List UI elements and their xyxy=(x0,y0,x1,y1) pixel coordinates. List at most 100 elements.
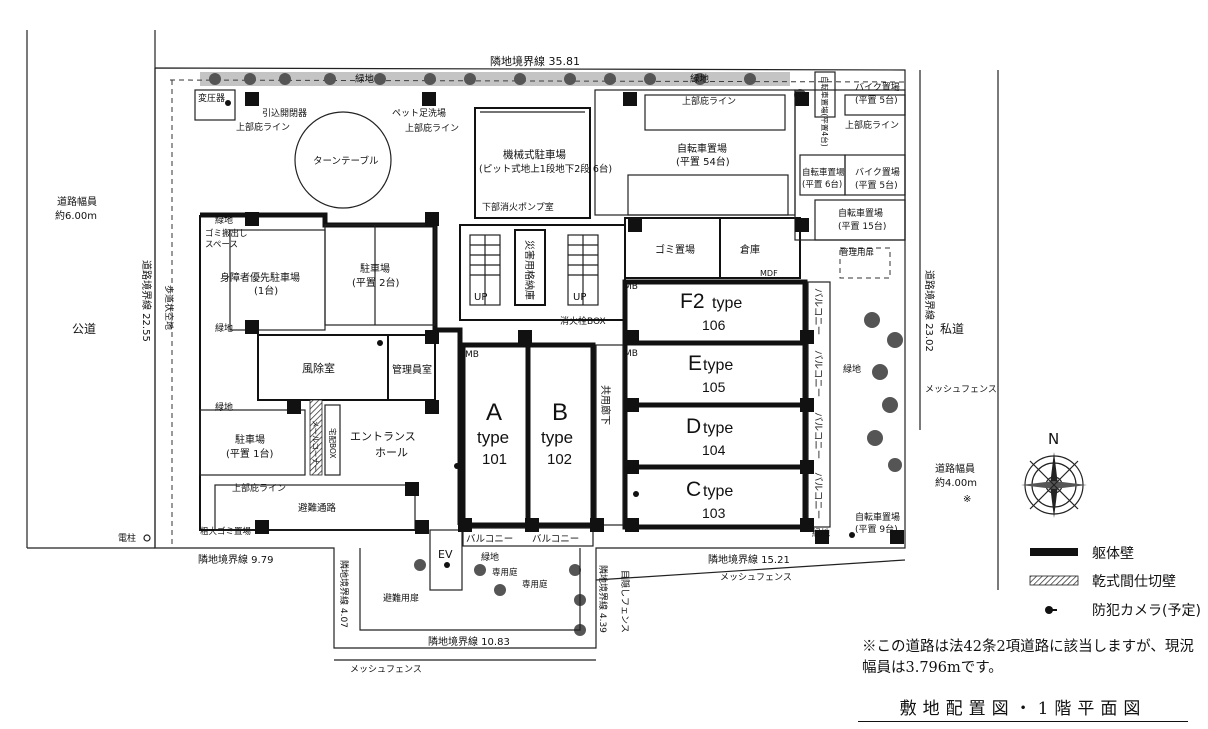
west-road-width-value: 約6.00m xyxy=(55,209,97,222)
unit-f2-number: 106 xyxy=(702,317,726,333)
west-boundary-label: 道路境界線 22.55 xyxy=(140,260,153,342)
bike-54-sub-label: (平置 54台) xyxy=(676,155,730,168)
mb-label-1: MB xyxy=(624,282,638,292)
camera-icon xyxy=(849,532,855,538)
unit-c-number: 103 xyxy=(702,505,726,521)
eave-line-east-label: 上部庇ライン xyxy=(845,119,899,131)
legend-camera-label: 防犯カメラ(予定) xyxy=(1092,603,1201,619)
east-road-width-value: 約4.00m xyxy=(935,476,977,489)
storage-label: 倉庫 xyxy=(740,243,760,256)
bike-6-label: 自転車置場 xyxy=(802,167,845,178)
camera-icon xyxy=(377,340,383,346)
mesh-fence-south-east-label: メッシュフェンス xyxy=(720,573,792,583)
unit-b-number: 102 xyxy=(547,451,572,468)
moto-5a-label: バイク置場 xyxy=(855,81,900,93)
road-note: ※この道路は法42条2項道路に該当しますが、現況幅員は3.796mです。 xyxy=(862,639,1194,676)
hydrant-box-label: 消火栓BOX xyxy=(560,315,606,327)
private-garden-label-a: 専用庭 xyxy=(492,567,518,578)
east-road-name: 私道 xyxy=(940,322,964,336)
bike-9-sub-label: (平置 9台) xyxy=(855,523,898,535)
bike-6-sub-label: (平置 6台) xyxy=(802,179,842,190)
mech-parking-sub-label: (ピット式地上1段地下2段 6台) xyxy=(479,163,612,175)
delivery-box-label: 宅配BOX xyxy=(328,428,338,459)
eave-line-south-label: 上部庇ライン xyxy=(232,482,286,494)
south-left-boundary-label: 隣地境界線 9.79 xyxy=(198,553,273,566)
balcony-label-b: バルコニー xyxy=(532,534,579,545)
stair-east xyxy=(567,234,599,306)
entrance-label: エントランス xyxy=(350,430,416,443)
unit-c-suffix: type xyxy=(703,483,733,500)
pump-room-label: 下部消火ポンプ室 xyxy=(482,201,554,213)
disaster-storage-label: 災害用格納庫 xyxy=(523,240,536,300)
moto-5b-sub-label: (平置 5台) xyxy=(855,179,898,191)
east-hedge xyxy=(864,312,903,472)
unit-e-suffix: type xyxy=(703,357,733,374)
bike-9-label: 自転車置場 xyxy=(855,511,900,523)
south-right-boundary-label: 隣地境界線 15.21 xyxy=(708,553,790,566)
north-compass xyxy=(1021,452,1087,518)
up-west-label: UP xyxy=(474,292,487,303)
unit-a-type: A xyxy=(486,399,502,426)
legend-partition-label: 乾式間仕切壁 xyxy=(1092,574,1176,590)
eave-line-north-east-label: 上部庇ライン xyxy=(682,95,736,107)
mb-label-4: MB xyxy=(465,350,479,360)
garbage-label: ゴミ置場 xyxy=(655,243,695,256)
legend-wall-label: 躯体壁 xyxy=(1092,546,1134,562)
mdf-label: MDF xyxy=(760,269,778,278)
eave-line-west-label: 上部庇ライン xyxy=(236,121,290,133)
windbreak-label: 風除室 xyxy=(302,361,335,375)
north-boundary-label: 隣地境界線 35.81 xyxy=(490,54,580,68)
manager-room-label: 管理員室 xyxy=(392,363,432,376)
unit-d-suffix: type xyxy=(703,420,733,437)
green-label-north-east: 緑地 xyxy=(690,73,710,85)
unit-a-number: 101 xyxy=(482,451,507,468)
up-east-label: UP xyxy=(573,292,586,303)
unit-d-type: D xyxy=(686,415,701,438)
unit-b-type: B xyxy=(552,399,568,426)
west-road-name: 公道 xyxy=(72,322,96,336)
legend-partition-swatch xyxy=(1029,575,1079,586)
green-label-west-2: 緑地 xyxy=(215,322,233,334)
parking-1-sub-label: (平置 1台) xyxy=(226,447,273,460)
garbage-out-label: ゴミ搬出し xyxy=(205,228,248,239)
unit-c-type: C xyxy=(686,478,701,501)
green-label-south: 緑地 xyxy=(481,551,499,563)
south-step-boundary-label: 隣地境界線 4.07 xyxy=(338,560,350,628)
bulky-garbage-label: 粗大ゴミ置場 xyxy=(200,526,252,537)
switch-room-label: 引込開閉器 xyxy=(262,108,307,119)
balcony-label-a: バルコニー xyxy=(466,534,513,545)
west-road-width-label: 道路幅員 xyxy=(57,195,97,208)
corridor-label: 共用廊下 xyxy=(599,385,612,425)
drawing-title: 敷地配置図・1階平面図 xyxy=(858,694,1188,722)
unit-f2-suffix: type xyxy=(712,295,742,312)
eave-line-center-label: 上部庇ライン xyxy=(405,122,459,134)
unit-b-suffix: type xyxy=(541,428,573,447)
unit-e-number: 105 xyxy=(702,379,726,395)
unit-e-type: E xyxy=(688,352,702,375)
bike-small-4-label: 自転車置場(平置4台) xyxy=(820,76,830,147)
mailbox-label: メールコーナー xyxy=(311,420,320,472)
mesh-fence-east-label: メッシュフェンス xyxy=(925,385,997,395)
turntable-label: ターンテーブル xyxy=(313,155,379,167)
private-garden-label-b: 専用庭 xyxy=(522,579,548,590)
sidewalk-label: 歩道状空地 xyxy=(163,285,175,330)
green-label-north: 緑地 xyxy=(355,73,375,85)
south-step-right-boundary-label: 隣地境界線 4.39 xyxy=(597,565,609,633)
green-label-south-east: 緑地 xyxy=(812,527,830,539)
blind-fence-label: 目隠しフェンス xyxy=(619,570,631,633)
unit-f2-type: F2 xyxy=(680,290,705,313)
legend-wall-swatch xyxy=(1030,548,1078,556)
mech-parking-label: 機械式駐車場 xyxy=(503,148,566,161)
east-road-mark: ※ xyxy=(963,494,971,505)
parking-2-sub-label: (平置 2台) xyxy=(352,276,399,289)
unit-d-number: 104 xyxy=(702,442,726,458)
disabled-parking-sub-label: (1台) xyxy=(254,284,278,297)
structural-columns xyxy=(245,92,904,544)
disabled-parking-label: 身障者優先駐車場 xyxy=(220,271,300,284)
mb-label-3: MB xyxy=(624,465,638,475)
transformer-label: 変圧器 xyxy=(198,92,225,104)
camera-icon xyxy=(1045,606,1057,614)
mb-label-2: MB xyxy=(624,349,638,359)
green-label-west: 緑地 xyxy=(215,214,233,226)
